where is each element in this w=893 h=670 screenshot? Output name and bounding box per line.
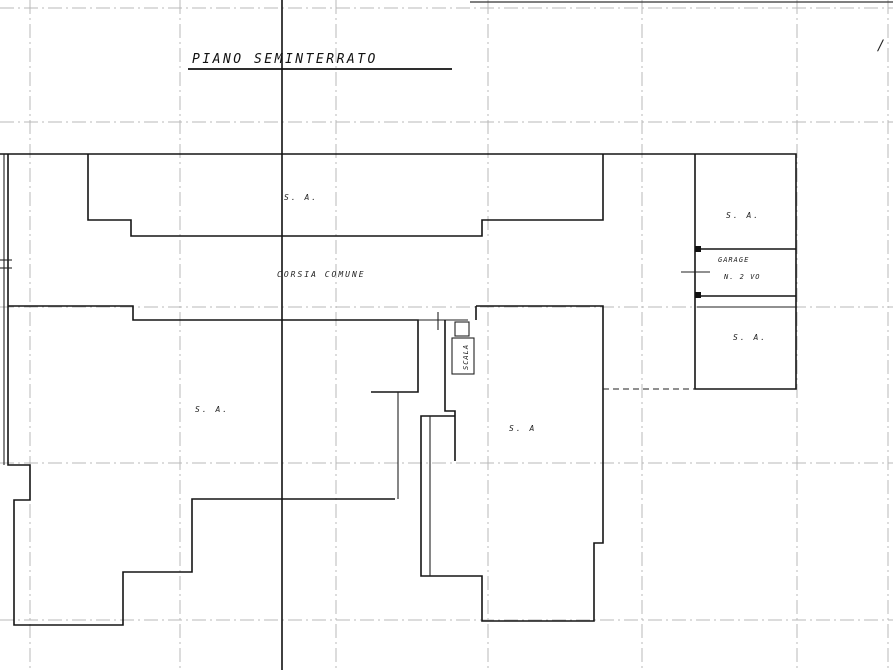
- center-storage-outline: [420, 305, 604, 622]
- label-left-storage: S. A.: [195, 405, 229, 414]
- stair-room: [451, 337, 475, 375]
- label-center-storage: S. A: [509, 424, 536, 433]
- building-perimeter: [0, 153, 797, 390]
- stair-shaft: [444, 320, 456, 461]
- garage-wall-cap-top: [695, 246, 701, 252]
- label-right-top-storage: S. A.: [726, 211, 760, 220]
- label-stair: SCALA: [462, 344, 470, 370]
- edge-mark: /: [876, 38, 884, 54]
- page-title: PIANO SEMINTERRATO: [192, 52, 378, 67]
- label-corridor: CORSIA COMUNE: [277, 270, 366, 279]
- label-garage-number: N. 2 VO: [723, 273, 761, 281]
- label-right-bottom-storage: S. A.: [733, 333, 767, 342]
- garage-wall-cap-bottom: [695, 292, 701, 298]
- stair-landing: [454, 321, 470, 337]
- corridor-lower-edge: [8, 305, 419, 393]
- left-facade: [7, 154, 395, 626]
- top-storage-outline: [87, 154, 604, 237]
- label-garage: GARAGE: [718, 256, 749, 264]
- label-top-storage: S. A.: [284, 193, 318, 202]
